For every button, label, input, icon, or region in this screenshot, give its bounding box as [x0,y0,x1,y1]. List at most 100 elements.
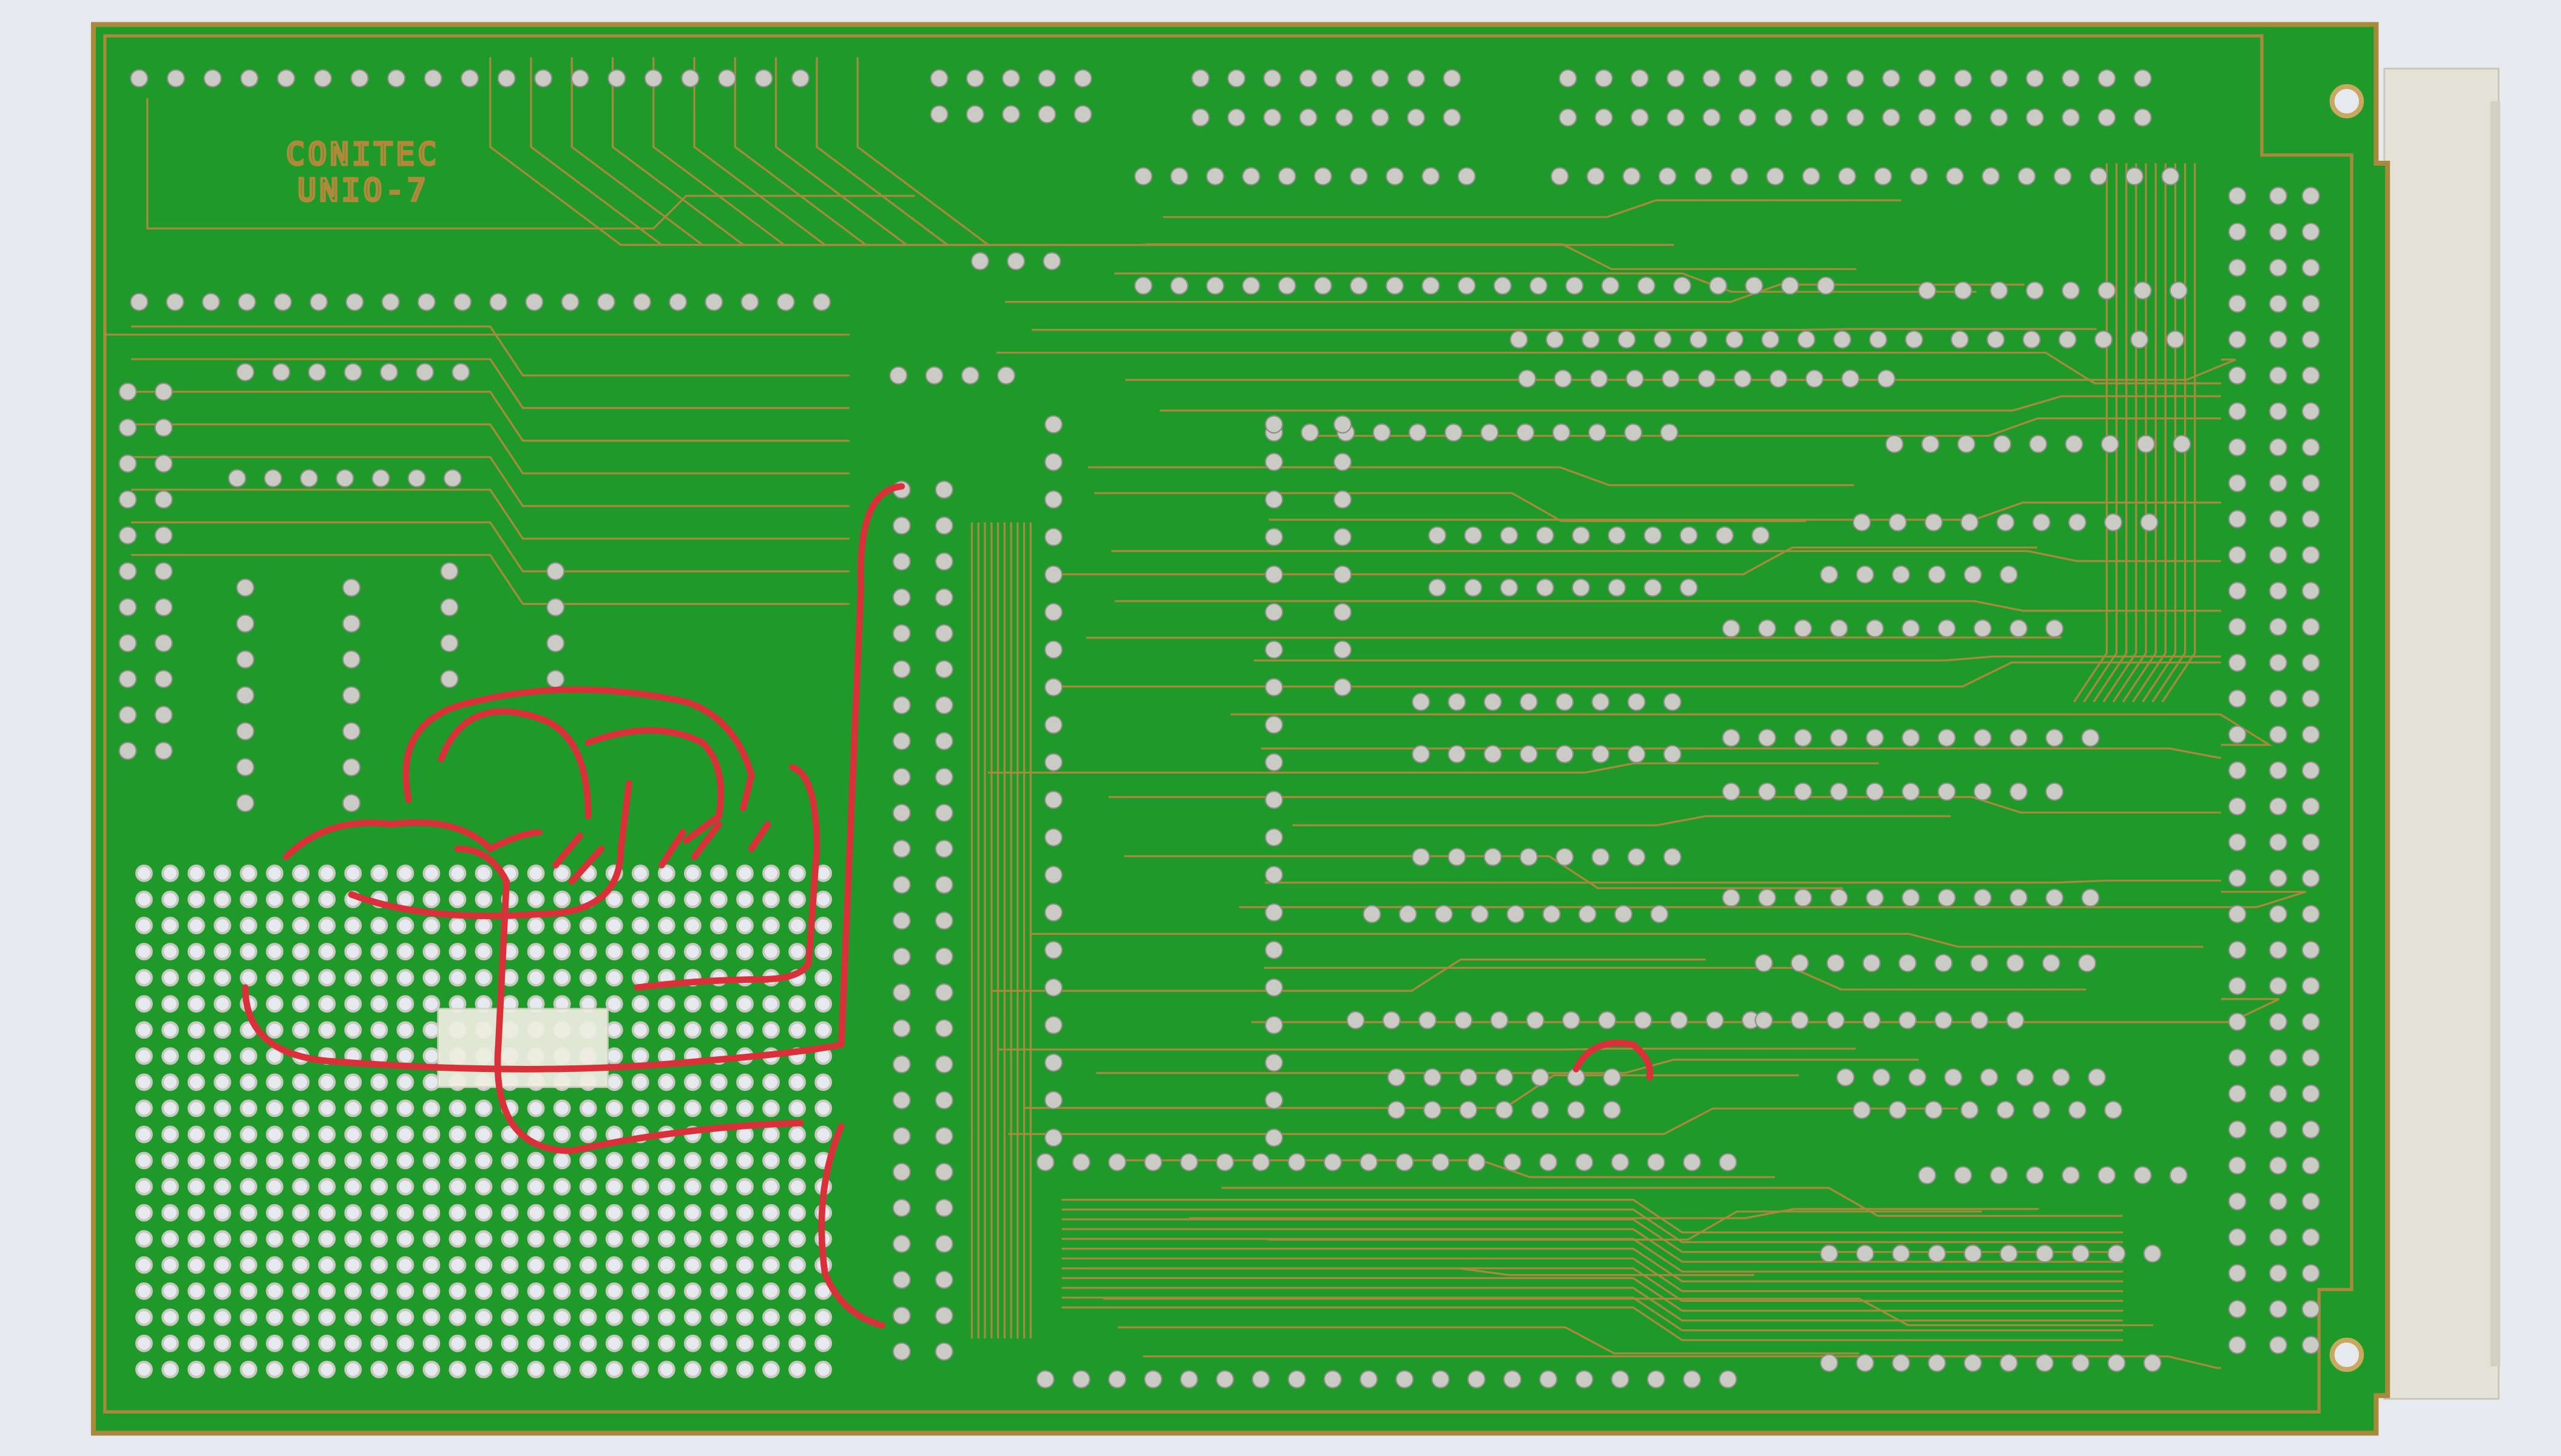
copper-trace [1061,1247,2123,1282]
solder-pad [1299,69,1318,88]
perf-hole [292,891,310,908]
solder-pad [1999,1244,2018,1263]
solder-pad [970,252,989,271]
copper-trace [1302,417,2221,437]
perf-hole [422,1361,441,1378]
perf-hole [553,1334,571,1352]
solder-pad [1856,565,1875,584]
solder-pad [1423,1068,1442,1087]
perf-hole [605,1308,623,1326]
solder-pad [1490,1011,1509,1030]
solder-pad [461,69,479,88]
perf-hole [214,943,231,961]
solder-pad [2097,69,2116,88]
solder-pad [1673,276,1691,295]
perf-hole [788,891,806,908]
solder-pad [1624,423,1643,442]
solder-pad [1191,69,1210,88]
solder-pad [1242,276,1260,295]
perf-hole [762,995,780,1013]
perf-hole [422,1334,441,1352]
perf-hole [631,1308,649,1326]
solder-pad [1954,108,1972,127]
solder-pad [1495,1100,1514,1119]
perf-hole [318,943,336,961]
perf-hole [161,1204,179,1222]
solder-pad [1551,167,1569,186]
perf-hole [396,1308,414,1326]
solder-pad [1793,729,1813,747]
perf-hole [266,864,283,882]
solder-pad [935,1162,953,1181]
copper-trace [996,1048,1856,1051]
copper-trace [1143,1355,2221,1369]
perf-hole [318,1178,336,1196]
perf-hole [683,864,702,882]
perf-hole [266,1151,283,1170]
perf-hole [266,1282,283,1300]
solder-pad [2088,1068,2106,1087]
solder-pad [1503,1153,1522,1171]
perf-hole [710,917,728,934]
perf-hole [657,1334,675,1352]
solder-pad [1937,729,1956,747]
solder-pad [2062,108,2080,127]
solder-pad [1044,828,1063,847]
solder-pad [2301,869,2320,888]
solder-pad [154,526,173,545]
solder-pad [2006,954,2025,972]
perf-hole [318,969,336,987]
solder-pad [1934,1011,1953,1030]
perf-hole [344,864,362,882]
solder-pad [1503,1370,1522,1389]
solder-pad [930,69,949,88]
perf-hole [605,1282,623,1300]
perf-hole [161,969,179,987]
solder-pad [1531,1100,1549,1119]
solder-pad [2228,545,2247,564]
perf-hole [631,1282,649,1300]
perf-hole [188,1099,205,1117]
solder-pad [1754,954,1773,972]
perf-hole [553,1256,571,1274]
perf-hole [553,864,571,882]
solder-pad [313,69,333,88]
solder-pad [1790,1011,1809,1030]
perf-hole [318,917,336,934]
perf-hole [344,969,362,987]
solder-pad [607,69,626,88]
solder-pad [892,732,911,750]
perf-hole [240,1178,257,1196]
solder-pad [2228,689,2247,708]
solder-pad [2268,1120,2288,1139]
solder-pad [424,69,442,88]
copper-trace [1061,1296,2123,1332]
solder-pad [1754,1011,1773,1030]
solder-pad [1535,578,1554,597]
solder-pad [1554,369,1572,388]
perf-hole [422,943,441,961]
solder-pad [1418,1011,1437,1030]
copper-trace [130,456,850,507]
solder-pad [2268,402,2288,421]
solder-pad [277,69,296,88]
solder-pad [2301,905,2320,923]
solder-pad [1888,1100,1907,1119]
solder-pad [1395,1153,1414,1171]
copper-trace [2083,163,2118,703]
perf-hole [501,1361,519,1378]
perf-hole [370,1204,388,1222]
solder-pad [1758,782,1776,801]
solder-pad [2268,1084,2288,1103]
copper-trace [1024,1074,1799,1109]
solder-pad [2143,1244,2162,1263]
solder-pad [2268,797,2288,816]
perf-hole [657,1204,675,1222]
perf-hole [631,969,649,987]
solder-pad [1594,69,1613,88]
solder-pad [1464,578,1483,597]
solder-pad [1434,905,1453,923]
solder-pad [1588,423,1607,442]
perf-hole [214,995,231,1013]
solder-pad [2025,1166,2045,1185]
